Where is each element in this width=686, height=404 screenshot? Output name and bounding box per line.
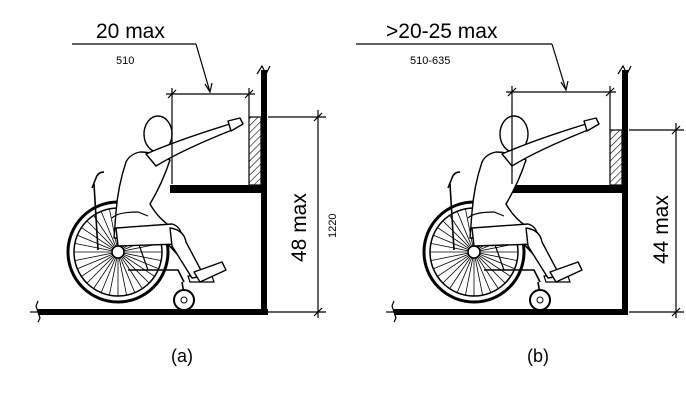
wall-a bbox=[261, 70, 267, 315]
reach-depth-metric-b: 510-635 bbox=[410, 55, 450, 67]
caption-b: (b) bbox=[527, 346, 549, 366]
counter-a bbox=[170, 185, 262, 193]
panel-b: >20-25 max 510-635 44 max (b) bbox=[356, 20, 684, 366]
reach-target-a bbox=[248, 116, 262, 186]
wall-b bbox=[622, 70, 628, 315]
wheelchair-user-a bbox=[66, 114, 245, 312]
reach-height-metric-a: 1220 bbox=[327, 214, 339, 238]
reach-height-label-b: 44 max bbox=[650, 195, 673, 264]
floor-a bbox=[38, 309, 268, 315]
reach-depth-label-a: 20 max bbox=[96, 20, 165, 43]
caption-a: (a) bbox=[171, 346, 193, 366]
reach-depth-label-b: >20-25 max bbox=[386, 20, 498, 43]
reach-height-label-a: 48 max bbox=[288, 193, 311, 262]
floor-b bbox=[394, 309, 628, 315]
panel-a: 20 max 510 48 max 1220 (a) bbox=[30, 20, 339, 366]
reach-target-b bbox=[609, 129, 623, 186]
counter-b bbox=[512, 185, 623, 193]
reach-depth-metric-a: 510 bbox=[116, 55, 134, 67]
